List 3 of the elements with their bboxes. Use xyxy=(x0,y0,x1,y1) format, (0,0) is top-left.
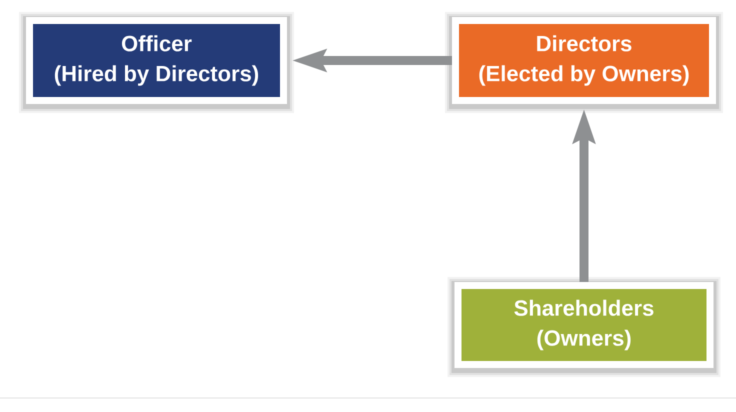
process-box: Shareholders (Owners) xyxy=(448,276,720,377)
process-box: Officer (Hired by Directors) xyxy=(19,12,294,113)
process-box: Directors (Elected by Owners) xyxy=(445,12,723,113)
